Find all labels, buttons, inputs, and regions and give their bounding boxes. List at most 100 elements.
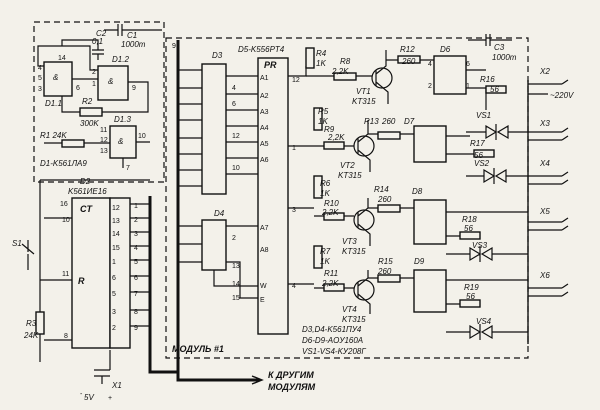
vt3-transistor — [353, 209, 375, 231]
channel-2: R5 1K R9 2,2K VT2 KT315 R13 260 D7 R17 5… — [313, 107, 528, 184]
r7-value: 1K — [320, 257, 330, 266]
svg-text:6: 6 — [466, 61, 470, 68]
svg-text:15: 15 — [112, 245, 120, 252]
d3-label: D3 — [212, 51, 223, 60]
svg-text:5: 5 — [112, 291, 116, 298]
prom-d5 — [257, 57, 289, 335]
x6-label: X6 — [539, 271, 550, 280]
svg-text:4: 4 — [428, 61, 432, 68]
addr-a2: A2 — [260, 93, 269, 100]
r19-label: R19 — [464, 283, 479, 292]
r9-resistor — [323, 141, 345, 150]
r3-resistor — [35, 311, 45, 335]
x1-label: X1 — [111, 381, 122, 390]
c1-label: C1 — [127, 31, 137, 40]
supply-label: 5V — [84, 393, 94, 402]
svg-text:11: 11 — [100, 127, 107, 134]
r2-resistor — [79, 107, 103, 117]
counter-reset-label: R — [78, 276, 85, 286]
gate-d1-1 — [43, 61, 73, 97]
c2-label: C2 — [96, 29, 107, 38]
r4-label: R4 — [316, 49, 327, 58]
module-note-2: D6-D9-AOУ160A — [302, 336, 363, 345]
d2-type: K561ИЕ16 — [68, 187, 107, 196]
svg-text:2: 2 — [112, 325, 116, 332]
svg-text:2: 2 — [232, 235, 236, 242]
svg-text:1: 1 — [292, 145, 296, 152]
r17-value: 56 — [474, 151, 483, 160]
svg-text:-: - — [80, 391, 83, 398]
module-note-1: D3,D4-K561ПУ4 — [302, 325, 362, 334]
r8-label: R8 — [340, 57, 351, 66]
r6-value: 1K — [320, 189, 330, 198]
bus-arrow — [251, 375, 264, 385]
svg-text:9: 9 — [134, 325, 138, 332]
r14-label: R14 — [374, 185, 389, 194]
bus-destination-line-2: МОДУЛЯМ — [268, 382, 316, 392]
svg-text:16: 16 — [60, 201, 68, 208]
svg-text:1: 1 — [112, 259, 116, 266]
x3-label: X3 — [539, 119, 550, 128]
svg-text:14: 14 — [112, 231, 120, 238]
svg-text:6: 6 — [134, 275, 138, 282]
vt1-type: KT315 — [352, 97, 376, 106]
channel-3: R6 1K R10 2,2K VT3 KT315 R14 260 D8 R18 … — [313, 175, 528, 262]
buffer-d3 — [201, 63, 227, 195]
vt4-transistor — [353, 279, 375, 301]
vt3-label: VT3 — [342, 237, 357, 246]
svg-text:7: 7 — [134, 291, 138, 298]
channel-4: R7 1K R11 2,2K VT4 KT315 R15 260 D9 R19 … — [313, 245, 528, 340]
r16-value: 56 — [490, 85, 499, 94]
output-connectors: X2 ~220V X3 X4 X5 X6 — [527, 67, 574, 344]
x2-label: X2 — [539, 67, 550, 76]
r12-label: R12 — [400, 45, 415, 54]
d4-label: D4 — [214, 209, 225, 218]
prom-write-pin: W — [260, 283, 267, 290]
r6-label: R6 — [320, 179, 331, 188]
channel-1: R4 1K R8 2,2K VT1 KT315 R12 260 D6 4 2 6… — [305, 45, 528, 140]
s1-label: S1 — [12, 239, 22, 248]
addr-a8: A8 — [260, 247, 269, 254]
module-note-3: VS1-VS4-KУ208Г — [302, 347, 366, 356]
addr-a7: A7 — [260, 225, 269, 232]
r18-label: R18 — [462, 215, 477, 224]
vs1-label: VS1 — [476, 111, 491, 120]
svg-text:6: 6 — [76, 85, 80, 92]
r7-resistor — [313, 245, 323, 269]
svg-text:13: 13 — [112, 218, 120, 225]
gate-d1-2-label: D1.2 — [112, 55, 129, 64]
r8-value: 2,2K — [331, 67, 349, 76]
r11-label: R11 — [324, 269, 338, 278]
vt4-label: VT4 — [342, 305, 357, 314]
r19-resistor — [459, 299, 481, 308]
vt1-label: VT1 — [356, 87, 371, 96]
svg-text:2: 2 — [92, 69, 96, 76]
vt2-transistor — [353, 135, 375, 157]
svg-text:14: 14 — [232, 281, 240, 288]
module-title: МОДУЛЬ #1 — [172, 344, 224, 354]
d6-optocoupler — [433, 55, 467, 95]
d8-label: D8 — [412, 187, 423, 196]
d9-label: D9 — [414, 257, 425, 266]
r1-resistor — [61, 139, 85, 148]
r13-label: R13 — [364, 117, 379, 126]
r6-resistor — [313, 175, 323, 199]
svg-text:3: 3 — [38, 86, 42, 93]
r13-resistor — [377, 131, 401, 140]
r19-value: 56 — [466, 292, 475, 301]
r13-value: 260 — [381, 117, 396, 126]
vt2-type: KT315 — [338, 171, 362, 180]
svg-text:12: 12 — [292, 77, 300, 84]
r12-value: 260 — [401, 57, 416, 66]
bus-destination-line-1: К ДРУГИМ — [268, 370, 314, 380]
c1-value: 1000m — [121, 40, 146, 49]
svg-text:7: 7 — [126, 165, 130, 172]
r11-value: 2,2K — [321, 279, 339, 288]
svg-text:9: 9 — [132, 85, 136, 92]
r9-label: R9 — [324, 125, 335, 134]
addr-a6: A6 — [260, 157, 269, 164]
svg-text:2: 2 — [428, 83, 432, 90]
c3-label: C3 — [494, 43, 505, 52]
r14-resistor — [377, 204, 401, 213]
